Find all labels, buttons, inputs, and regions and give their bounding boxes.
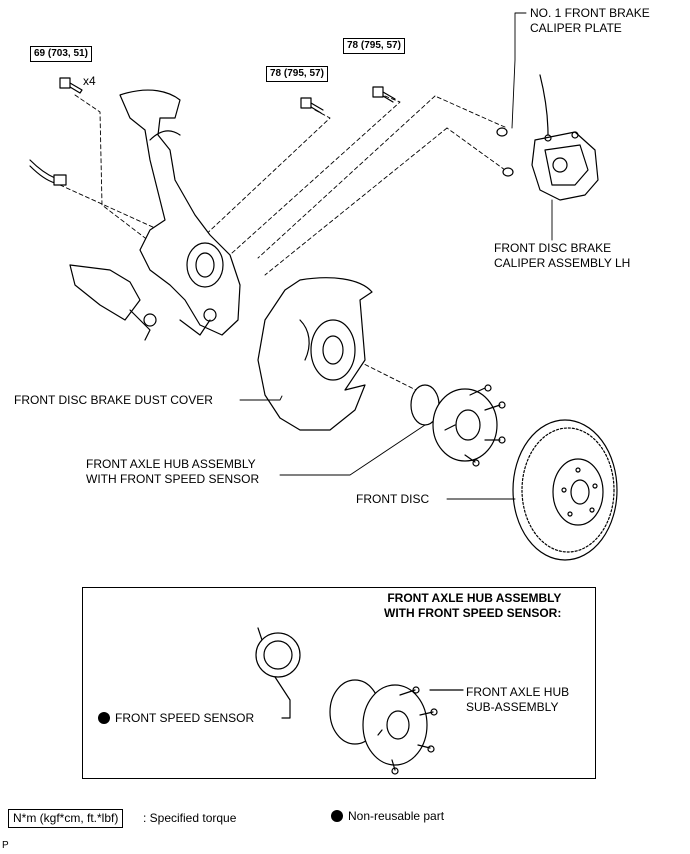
torque-callout-69: 69 (703, 51) bbox=[30, 46, 92, 62]
sensor-cable-icon bbox=[29, 159, 67, 186]
bolt-78-b-icon bbox=[372, 86, 396, 103]
quantity-label: x4 bbox=[83, 74, 96, 88]
torque-callout-78-b: 78 (795, 57) bbox=[343, 38, 405, 54]
bolt-78-a-icon bbox=[300, 97, 324, 114]
label-front-disc: FRONT DISC bbox=[356, 492, 430, 506]
detail-speed-sensor-icon bbox=[255, 627, 301, 719]
label-caliper-plate: NO. 1 FRONT BRAKE CALIPER PLATE bbox=[530, 6, 650, 35]
alignment-lines bbox=[59, 94, 506, 393]
non-reusable-dot-icon bbox=[98, 712, 110, 724]
detail-hub-icon bbox=[329, 679, 464, 775]
leader-lines bbox=[239, 12, 553, 500]
detail-title: FRONT AXLE HUB ASSEMBLY WITH FRONT SPEED… bbox=[384, 591, 562, 620]
label-front-speed-sensor: FRONT SPEED SENSOR bbox=[98, 711, 254, 726]
dust-cover-icon bbox=[257, 277, 373, 431]
torque-callout-78-a: 78 (795, 57) bbox=[266, 66, 328, 82]
legend-torque-text: : Specified torque bbox=[143, 811, 237, 825]
steering-knuckle-icon bbox=[69, 89, 241, 341]
legend-torque-box: N*m (kgf*cm, ft.*lbf) bbox=[8, 809, 124, 828]
detail-box bbox=[82, 587, 596, 779]
front-disc-icon bbox=[512, 419, 618, 561]
figure-code: P bbox=[2, 840, 9, 851]
brake-caliper-icon bbox=[531, 74, 599, 201]
legend-non-reusable: Non-reusable part bbox=[331, 809, 444, 824]
label-hub-sub-assembly: FRONT AXLE HUB SUB-ASSEMBLY bbox=[466, 685, 570, 714]
label-dust-cover: FRONT DISC BRAKE DUST COVER bbox=[14, 393, 213, 407]
caliper-plate-icon bbox=[496, 127, 514, 177]
label-caliper-assembly: FRONT DISC BRAKE CALIPER ASSEMBLY LH bbox=[494, 241, 631, 270]
bolt-69-icon bbox=[59, 77, 83, 94]
legend-dot-icon bbox=[331, 810, 343, 822]
axle-hub-icon bbox=[410, 384, 506, 467]
label-axle-hub-assembly: FRONT AXLE HUB ASSEMBLY WITH FRONT SPEED… bbox=[86, 457, 260, 486]
